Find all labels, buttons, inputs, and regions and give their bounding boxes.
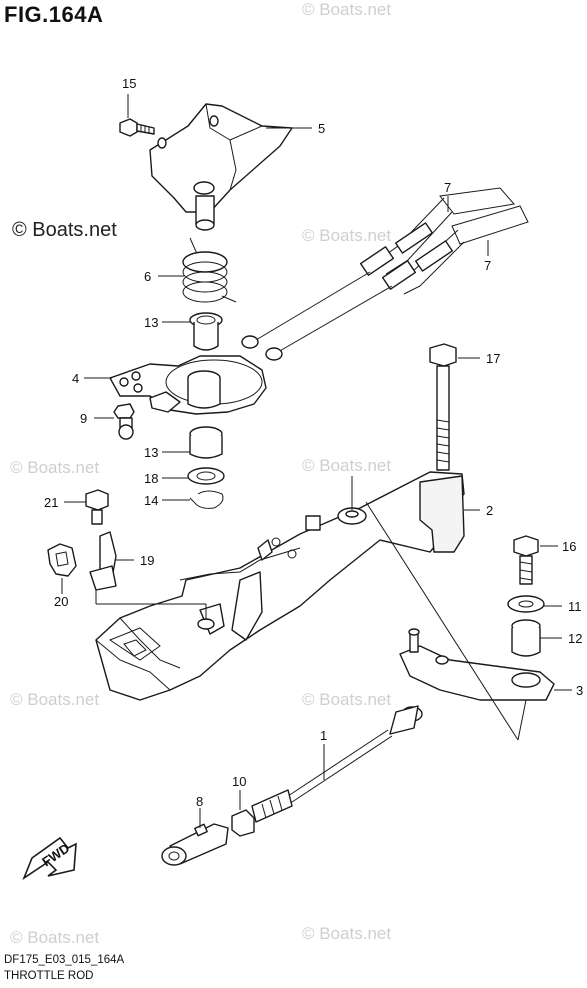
callout-2[interactable]: 2 — [486, 503, 493, 518]
part-3-lever[interactable] — [399, 628, 555, 701]
part-12-collar[interactable] — [511, 619, 541, 657]
part-6-spring[interactable] — [182, 237, 237, 303]
part-5-bracket[interactable] — [149, 103, 293, 231]
footer-name: THROTTLE ROD — [4, 970, 94, 982]
part-13-bushing-upper[interactable] — [189, 312, 223, 351]
part-17-bolt[interactable] — [429, 343, 457, 471]
part-20-clamp[interactable] — [47, 543, 77, 577]
callout-18[interactable]: 18 — [144, 471, 158, 486]
callout-16[interactable]: 16 — [562, 539, 576, 554]
footer-code: DF175_E03_015_164A — [4, 954, 125, 966]
part-16-bolt[interactable] — [513, 535, 539, 585]
part-7-cables[interactable] — [241, 187, 529, 361]
callout-13-upper[interactable]: 13 — [144, 315, 158, 330]
part-19-clip[interactable] — [89, 531, 117, 591]
part-10-nut[interactable] — [231, 809, 255, 837]
watermark-faint: © Boats.net — [10, 690, 100, 709]
part-8-rod-end[interactable] — [161, 823, 229, 866]
callout-8[interactable]: 8 — [196, 794, 203, 809]
part-4-cam-lever[interactable] — [109, 355, 267, 415]
part-11-washer[interactable] — [507, 595, 545, 613]
callout-15[interactable]: 15 — [122, 76, 136, 91]
callout-6[interactable]: 6 — [144, 269, 151, 284]
part-13-bushing-lower[interactable] — [189, 426, 223, 459]
watermark-faint: © Boats.net — [302, 226, 392, 245]
callout-13-lower[interactable]: 13 — [144, 445, 158, 460]
callout-14[interactable]: 14 — [144, 493, 158, 508]
callout-20[interactable]: 20 — [54, 594, 68, 609]
callout-9[interactable]: 9 — [80, 411, 87, 426]
part-21-bolt[interactable] — [85, 489, 109, 525]
watermark-faint: © Boats.net — [10, 458, 100, 477]
callout-7-lower[interactable]: 7 — [484, 258, 491, 273]
callout-17[interactable]: 17 — [486, 351, 500, 366]
part-1-rod[interactable] — [251, 705, 423, 823]
watermark-faint: © Boats.net — [10, 928, 100, 947]
watermark-faint: © Boats.net — [302, 456, 392, 475]
watermark-faint: © Boats.net — [302, 690, 392, 709]
watermark-faint: © Boats.net — [302, 924, 392, 943]
callout-3[interactable]: 3 — [576, 683, 583, 698]
figure-title: FIG.164A — [4, 2, 104, 27]
callout-11[interactable]: 11 — [568, 599, 582, 614]
part-18-washer[interactable] — [187, 467, 225, 485]
fwd-arrow-icon: FWD — [22, 836, 77, 881]
callout-12[interactable]: 12 — [568, 631, 582, 646]
watermark-main: © Boats.net — [12, 219, 117, 241]
callout-21[interactable]: 21 — [44, 495, 58, 510]
callout-19[interactable]: 19 — [140, 553, 154, 568]
callout-4[interactable]: 4 — [72, 371, 79, 386]
part-14-circlip[interactable] — [189, 490, 224, 509]
part-2-throttle-bracket[interactable] — [95, 471, 465, 701]
watermark-faint: © Boats.net — [302, 0, 392, 19]
callout-numbers: 15 5 7 7 6 13 4 9 13 18 14 17 21 2 19 20… — [44, 76, 583, 809]
callout-10[interactable]: 10 — [232, 774, 246, 789]
callout-5[interactable]: 5 — [318, 121, 325, 136]
part-9-ball-joint[interactable] — [113, 403, 135, 440]
callout-7-upper[interactable]: 7 — [444, 180, 451, 195]
part-15-bolt[interactable] — [119, 118, 155, 137]
callout-1[interactable]: 1 — [320, 728, 327, 743]
leader-lines — [61, 94, 572, 828]
